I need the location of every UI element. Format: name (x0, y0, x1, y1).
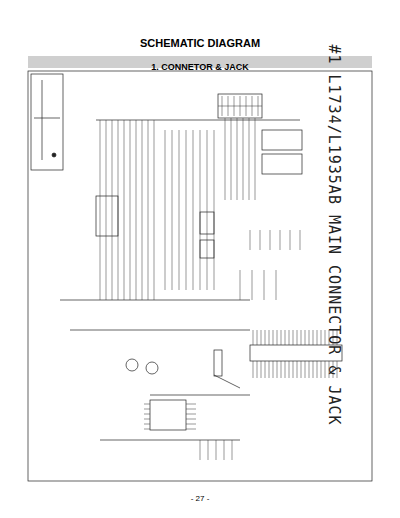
wire (281, 361, 282, 378)
inset-box (31, 74, 63, 170)
wire (321, 330, 322, 345)
wire (305, 330, 306, 345)
wire (106, 120, 107, 300)
wire (144, 429, 150, 430)
wire (289, 361, 290, 378)
wire (257, 330, 258, 345)
wire (253, 361, 254, 378)
wire (313, 361, 314, 378)
wire (200, 440, 201, 460)
wire (186, 419, 196, 420)
wire (200, 130, 201, 290)
wire (309, 361, 310, 378)
wire (240, 270, 241, 300)
wire (297, 361, 298, 378)
wire (281, 330, 282, 345)
wire (289, 330, 290, 345)
wire (270, 230, 271, 250)
wire (313, 330, 314, 345)
wire (144, 419, 150, 420)
wire (249, 118, 250, 200)
wire (186, 409, 196, 410)
wire (269, 361, 270, 378)
wire (255, 118, 256, 200)
wire (309, 330, 310, 345)
wire (172, 130, 173, 290)
wire (144, 404, 150, 405)
wire (317, 330, 318, 345)
wire (301, 330, 302, 345)
wire (214, 130, 215, 290)
wire (277, 330, 278, 345)
wire (186, 130, 187, 290)
wire (297, 330, 298, 345)
wire (165, 130, 166, 290)
section-band: 1. CONNETOR & JACK (28, 56, 372, 68)
wire (231, 118, 232, 200)
wire (100, 120, 101, 300)
wire (250, 230, 251, 250)
wire (321, 361, 322, 378)
wire (261, 330, 262, 345)
wire (276, 270, 277, 300)
wire (136, 120, 137, 300)
wire (186, 404, 196, 405)
wire (179, 130, 180, 290)
wire (144, 414, 150, 415)
wire (237, 118, 238, 200)
wire (118, 120, 119, 300)
wire (218, 106, 262, 107)
wire (224, 440, 225, 460)
wire (300, 230, 301, 250)
wire (252, 270, 253, 300)
wire (186, 414, 196, 415)
wire (124, 120, 125, 300)
page-title: SCHEMATIC DIAGRAM (140, 37, 260, 49)
wire (277, 361, 278, 378)
wire (216, 440, 217, 460)
wire (317, 361, 318, 378)
wire (142, 120, 143, 300)
wire (257, 361, 258, 378)
wire (130, 120, 131, 300)
wire (148, 120, 149, 300)
wire (265, 361, 266, 378)
wire (273, 361, 274, 378)
wire (305, 361, 306, 378)
wire (186, 429, 196, 430)
wire (154, 120, 155, 300)
wire (293, 330, 294, 345)
wire (293, 361, 294, 378)
wire (208, 440, 209, 460)
wire (232, 440, 233, 460)
wire (273, 330, 274, 345)
wire (144, 409, 150, 410)
wire (301, 361, 302, 378)
wire (207, 130, 208, 290)
wire (193, 130, 194, 290)
ic-package (150, 400, 186, 430)
wire (144, 424, 150, 425)
wire (261, 361, 262, 378)
wire (269, 330, 270, 345)
wire (112, 120, 113, 300)
wire (260, 230, 261, 250)
sheet-title: #1 L1734/L1935AB MAIN CONNECTOR & JACK (325, 44, 343, 425)
wire (225, 118, 226, 200)
wire (243, 118, 244, 200)
d-sub-connector (96, 196, 118, 236)
page-number: - 27 - (191, 494, 210, 503)
wire (264, 270, 265, 300)
wire (186, 424, 196, 425)
wire (285, 361, 286, 378)
wire (253, 330, 254, 345)
wire (280, 230, 281, 250)
wire (265, 330, 266, 345)
wire (290, 230, 291, 250)
schematic-frame (28, 71, 372, 481)
connector-block (218, 94, 262, 118)
wire (285, 330, 286, 345)
section-heading: 1. CONNETOR & JACK (151, 62, 248, 72)
